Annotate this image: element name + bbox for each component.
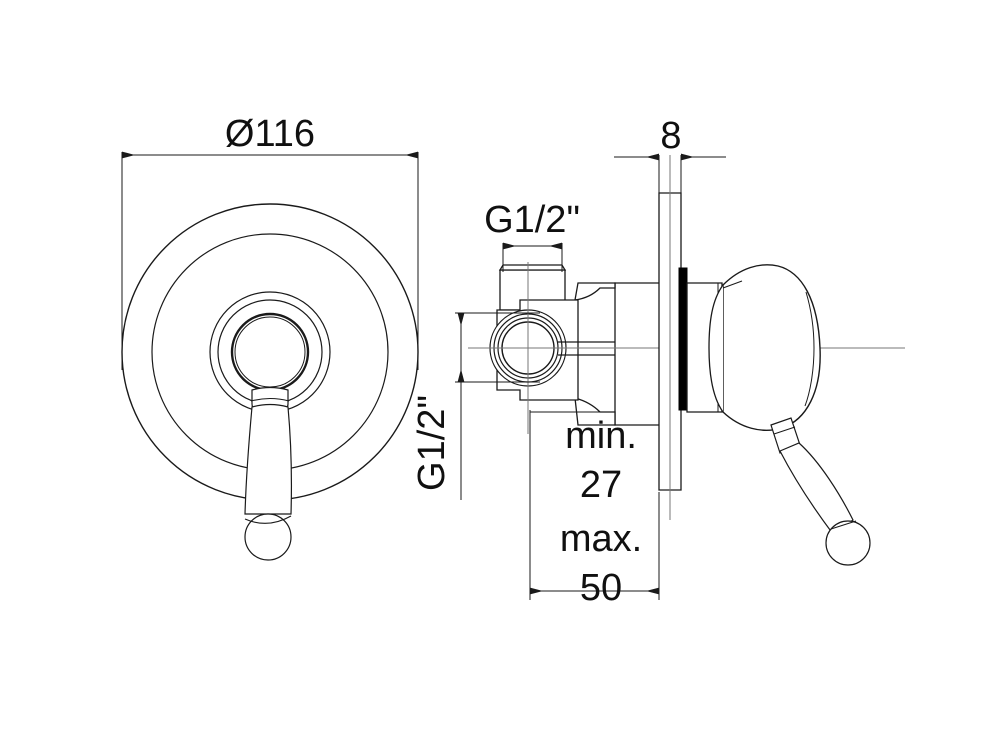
knob-top-lip [722,280,743,289]
hub-bore-circle [234,316,306,388]
knob-dome [708,264,821,431]
depth-min-word: min. [565,415,637,457]
lever-collar-line [250,397,290,402]
side-view: 8 G1/2" G1/2" [411,115,905,609]
diameter-label: Ø116 [225,113,315,155]
side-lever-collar-seam [773,426,796,435]
lever-handle [244,386,292,561]
depth-max-value: 50 [580,567,622,609]
knob-back-arc [708,284,724,413]
side-lever-shaft [779,442,854,535]
diameter-dimension: Ø116 [121,113,419,370]
knob-seam-line [804,291,815,407]
depth-min-value: 27 [580,464,622,506]
depth-max-word: max. [560,518,642,560]
sealing-gasket [678,267,688,411]
side-lever-tip-seam [830,520,857,530]
front-view: Ø116 [121,113,419,561]
thread-horizontal-label: G1/2" [484,199,580,241]
side-lever-handle [770,417,871,566]
lever-tip-seam [244,515,292,524]
depth-dimension: min. 27 max. 50 [529,410,660,609]
body-shoulder-upper [574,282,616,301]
thickness-dimension: 8 [614,115,726,200]
knob-outline [722,264,821,431]
thread-dimension-horizontal: G1/2" [484,199,580,272]
thread-vertical-label: G1/2" [411,395,453,491]
inlet-neck [558,341,615,356]
lever-ball-tip [244,513,292,561]
inlet-port-top-chamfer [498,264,567,271]
side-lever-ball-tip [825,520,871,566]
thread-dimension-vertical: G1/2" [411,312,540,500]
lever-shaft [244,403,292,515]
thickness-label: 8 [660,115,681,157]
